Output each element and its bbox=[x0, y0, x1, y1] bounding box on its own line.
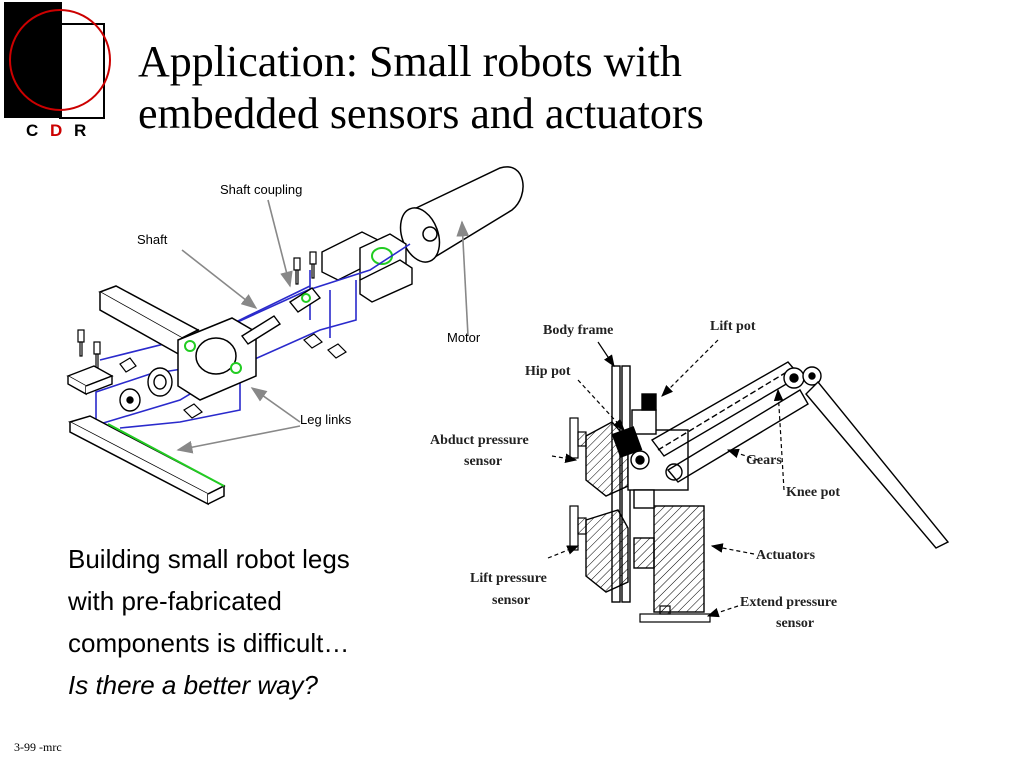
hatched-blocks bbox=[585, 421, 705, 613]
label-extend-line2: sensor bbox=[776, 616, 814, 631]
label-shaft-coupling: Shaft coupling bbox=[220, 182, 302, 197]
logo-letter-d: D bbox=[50, 121, 62, 140]
hip-block bbox=[177, 317, 257, 401]
body-line-2: with pre-fabricated bbox=[68, 586, 282, 616]
callout-lines bbox=[547, 339, 785, 618]
logo-letter-c: C bbox=[26, 121, 38, 140]
label-lift-pot: Lift pot bbox=[710, 319, 756, 334]
title-line-2: embedded sensors and actuators bbox=[138, 89, 704, 138]
nut-washer bbox=[119, 367, 173, 412]
small-plate bbox=[66, 365, 114, 396]
title-line-1: Application: Small robots with bbox=[138, 37, 682, 86]
shaft bbox=[240, 315, 282, 345]
slide-footer: 3-99 -mrc bbox=[14, 740, 62, 754]
label-lift-line2: sensor bbox=[492, 593, 530, 608]
label-extend-line1: Extend pressure bbox=[740, 595, 837, 610]
label-motor: Motor bbox=[447, 330, 481, 345]
lower-leg-bar bbox=[68, 415, 226, 506]
knee-gears bbox=[783, 366, 822, 389]
label-abduct-line2: sensor bbox=[464, 454, 502, 469]
body-question: Is there a better way? bbox=[68, 670, 319, 700]
label-actuators: Actuators bbox=[756, 548, 816, 563]
leg-section-diagram: Body frame Lift pot Hip pot Abduct press… bbox=[430, 319, 950, 631]
exploded-leg-diagram: Shaft coupling Shaft Motor Leg links bbox=[66, 166, 524, 506]
motor-cylinder bbox=[399, 166, 524, 263]
body-text: Building small robot legs with pre-fabri… bbox=[68, 538, 468, 706]
body-line-1: Building small robot legs bbox=[68, 544, 350, 574]
label-hip-pot: Hip pot bbox=[525, 364, 571, 379]
label-leg-links: Leg links bbox=[300, 412, 352, 427]
screws bbox=[77, 251, 347, 419]
cdr-logo: C D R bbox=[4, 2, 111, 140]
logo-letter-r: R bbox=[74, 121, 86, 140]
callout-arrows bbox=[176, 199, 470, 454]
body-line-3: components is difficult… bbox=[68, 628, 350, 658]
lower-leg bbox=[805, 380, 950, 549]
label-abduct-line1: Abduct pressure bbox=[430, 433, 529, 448]
label-shaft: Shaft bbox=[137, 232, 168, 247]
bracket-blocks bbox=[321, 231, 413, 303]
sensor-pads bbox=[569, 417, 711, 623]
label-body-frame: Body frame bbox=[543, 323, 613, 338]
label-knee-pot: Knee pot bbox=[786, 485, 840, 500]
shaft-coupling bbox=[288, 287, 322, 313]
hip-mechanism bbox=[611, 393, 689, 509]
label-gears: Gears bbox=[746, 453, 782, 468]
label-lift-line1: Lift pressure bbox=[470, 571, 547, 586]
slide-title: Application: Small robots with embedded … bbox=[138, 36, 938, 140]
